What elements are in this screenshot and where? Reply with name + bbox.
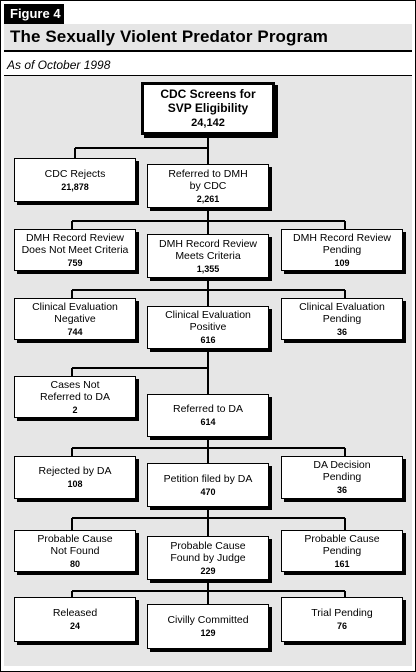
node-cdc-rejects-label: CDC Rejects [44, 167, 106, 180]
node-rejected-da-value: 108 [67, 479, 83, 489]
connector-pc-found [71, 580, 346, 604]
node-petition-filed: Petition filed by DA 470 [147, 463, 269, 507]
node-released-label: Released [52, 607, 98, 619]
node-referred-da-value: 614 [200, 417, 216, 427]
node-civilly-committed: Civilly Committed 129 [147, 604, 269, 649]
node-pc-pending: Probable Cause Pending 161 [281, 530, 403, 572]
node-cdc-screens: CDC Screens for SVP Eligibility 24,142 [141, 82, 275, 135]
node-referred-dmh-label: Referred to DMH by CDC [168, 167, 248, 192]
node-rr-not-meet-value: 759 [67, 257, 83, 268]
node-pc-found: Probable Cause Found by Judge 229 [147, 536, 269, 580]
node-rr-meets-label: DMH Record Review Meets Criteria [158, 237, 258, 262]
node-da-pending-label: DA Decision Pending [313, 459, 371, 483]
node-rejected-da-label: Rejected by DA [38, 465, 112, 477]
node-cdc-screens-value: 24,142 [191, 117, 225, 129]
node-ce-negative: Clinical Evaluation Negative 744 [14, 298, 136, 340]
node-referred-da-label: Referred to DA [172, 403, 244, 415]
node-civilly-committed-label: Civilly Committed [167, 614, 249, 626]
node-rejected-da: Rejected by DA 108 [14, 456, 136, 499]
connector-ce-positive [71, 349, 209, 394]
node-trial-pending-value: 76 [336, 621, 347, 631]
node-da-pending: DA Decision Pending 36 [281, 456, 403, 499]
node-rr-not-meet-label: DMH Record Review Does Not Meet Criteria [21, 231, 129, 256]
connector-screens [74, 135, 209, 164]
node-referred-dmh-value: 2,261 [196, 193, 220, 204]
connector-rr-meets [71, 278, 346, 306]
node-ce-pending-label: Clinical Evaluation Pending [299, 300, 385, 325]
figure-title: The Sexually Violent Predator Program [10, 27, 328, 46]
node-rr-meets: DMH Record Review Meets Criteria 1,355 [147, 234, 269, 278]
node-petition-filed-value: 470 [200, 486, 216, 497]
node-released-value: 24 [69, 621, 80, 631]
node-ce-positive-value: 616 [200, 335, 216, 345]
node-pc-pending-label: Probable Cause Pending [304, 532, 380, 557]
node-rr-meets-value: 1,355 [196, 263, 220, 274]
node-referred-da: Referred to DA 614 [147, 394, 269, 437]
node-petition-filed-label: Petition filed by DA [163, 472, 253, 485]
connector-petition [71, 507, 346, 536]
figure-label: Figure 4 [4, 4, 64, 24]
node-cdc-screens-label: CDC Screens for SVP Eligibility [160, 87, 256, 115]
node-rr-not-meet: DMH Record Review Does Not Meet Criteria… [14, 229, 136, 271]
node-rr-pending: DMH Record Review Pending 109 [281, 229, 403, 271]
node-pc-not-found-value: 80 [69, 558, 80, 569]
node-pc-pending-value: 161 [334, 558, 350, 569]
figure-subtitle: As of October 1998 [7, 58, 111, 72]
node-rr-pending-value: 109 [334, 257, 350, 268]
node-pc-found-label: Probable Cause Found by Judge [170, 539, 246, 564]
node-referred-dmh: Referred to DMH by CDC 2,261 [147, 164, 269, 208]
node-not-referred-da-value: 2 [72, 404, 78, 415]
node-ce-negative-label: Clinical Evaluation Negative [32, 300, 118, 325]
node-pc-not-found-label: Probable Cause Not Found [37, 532, 113, 557]
node-rr-pending-label: DMH Record Review Pending [292, 231, 392, 256]
node-ce-pending-value: 36 [336, 326, 347, 337]
node-not-referred-da: Cases Not Referred to DA 2 [14, 376, 136, 418]
node-ce-positive-label: Clinical Evaluation Positive [165, 309, 251, 333]
node-not-referred-da-label: Cases Not Referred to DA [39, 378, 111, 403]
node-cdc-rejects: CDC Rejects 21,878 [14, 158, 136, 202]
node-trial-pending: Trial Pending 76 [281, 597, 403, 642]
node-pc-found-value: 229 [200, 565, 216, 576]
node-ce-positive: Clinical Evaluation Positive 616 [147, 306, 269, 349]
node-civilly-committed-value: 129 [200, 628, 216, 638]
node-ce-negative-value: 744 [67, 326, 83, 337]
node-cdc-rejects-value: 21,878 [61, 181, 89, 192]
node-pc-not-found: Probable Cause Not Found 80 [14, 530, 136, 572]
node-trial-pending-label: Trial Pending [311, 607, 373, 619]
node-ce-pending: Clinical Evaluation Pending 36 [281, 298, 403, 340]
title-bar: The Sexually Violent Predator Program [4, 24, 412, 52]
node-released: Released 24 [14, 597, 136, 642]
node-da-pending-value: 36 [336, 485, 347, 495]
connector-referred-da [71, 437, 346, 463]
connector-referred-dmh [71, 208, 346, 234]
